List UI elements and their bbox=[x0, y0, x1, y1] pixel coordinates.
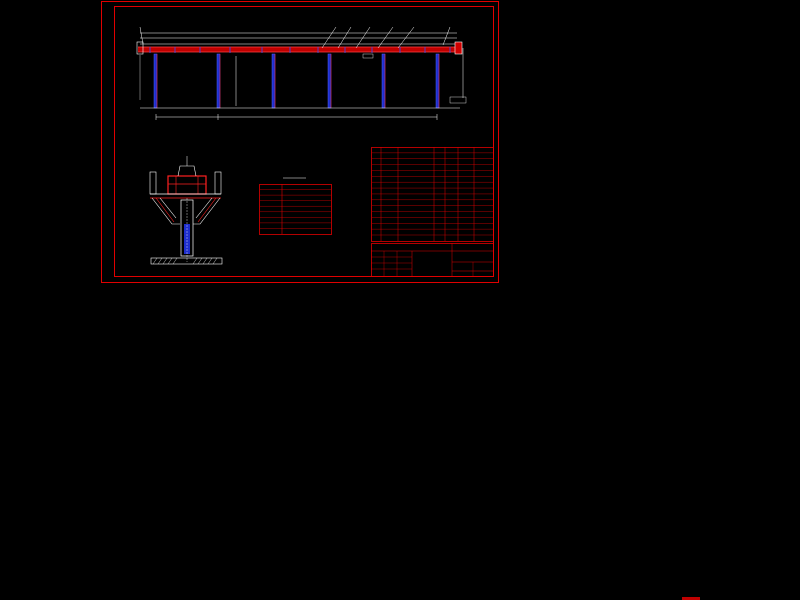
legend-table bbox=[259, 177, 332, 235]
outer-sheet-frame bbox=[101, 1, 499, 283]
bridge-elevation bbox=[136, 26, 467, 120]
pier-cross-section bbox=[149, 156, 223, 265]
section-ground bbox=[150, 257, 223, 265]
title-block bbox=[371, 243, 494, 277]
parts-list-table bbox=[371, 147, 494, 242]
piers bbox=[153, 53, 440, 109]
status-mark bbox=[682, 597, 700, 600]
inner-sheet-frame bbox=[114, 6, 494, 277]
deck-girder bbox=[138, 47, 460, 52]
section-deck-box bbox=[167, 175, 207, 195]
